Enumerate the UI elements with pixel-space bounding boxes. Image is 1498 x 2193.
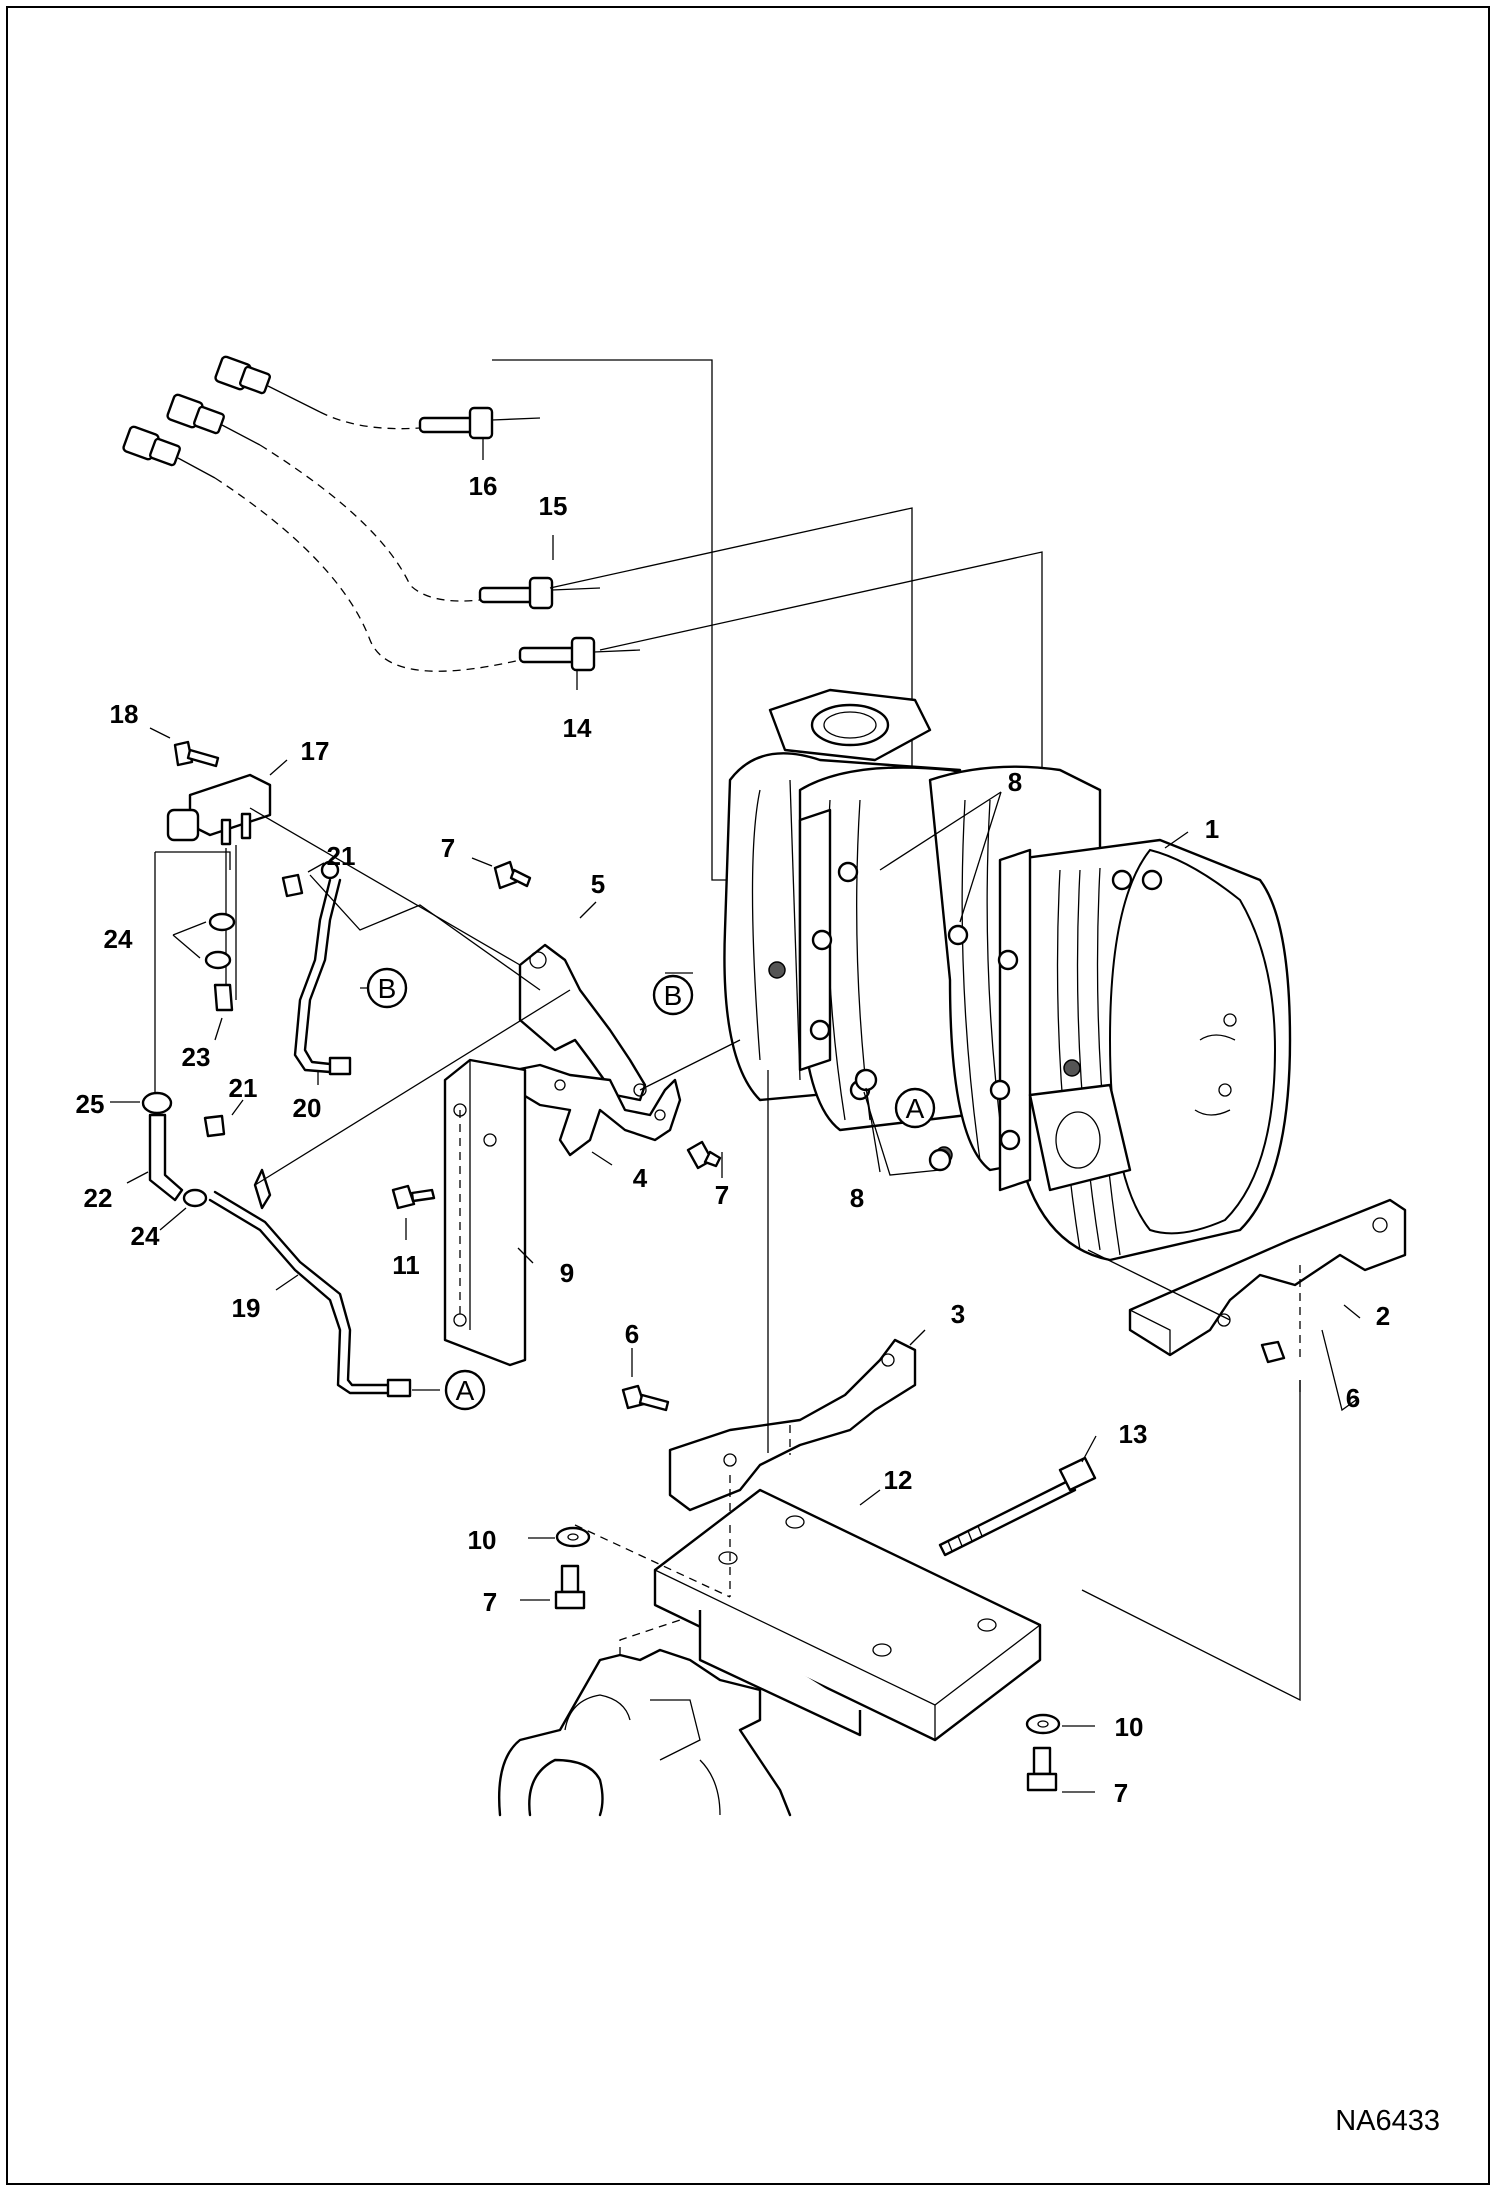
- drawing-reference: NA6433: [1335, 2105, 1440, 2137]
- bolt-7-right-bottom: [1026, 1746, 1058, 1792]
- bolt-21-top: [281, 873, 304, 898]
- callout-15: 15: [539, 491, 568, 521]
- bolt-7-left-bottom: [554, 1564, 586, 1610]
- callout-11: 11: [392, 1250, 420, 1280]
- callout-23: 23: [182, 1042, 211, 1072]
- bracket-9: [443, 1058, 527, 1367]
- svg-text:A: A: [456, 1375, 475, 1406]
- callout-19: 19: [232, 1293, 261, 1323]
- callout-10-left: 10: [468, 1525, 497, 1555]
- sheet-border: [6, 6, 1490, 2185]
- svg-text:B: B: [378, 973, 397, 1004]
- connector-b-left: B: [366, 967, 408, 1009]
- callout-25: 25: [76, 1089, 105, 1119]
- callout-4: 4: [633, 1163, 648, 1193]
- tube-19: [208, 1168, 412, 1398]
- callout-7-top: 7: [441, 833, 455, 863]
- clamp-25: [141, 1091, 173, 1115]
- clamp-24-lower: [182, 1188, 208, 1208]
- callout-12: 12: [884, 1465, 913, 1495]
- hose-22: [148, 1113, 184, 1202]
- pressure-sensor-17: [166, 773, 272, 846]
- clamp-24-upper: [204, 912, 236, 970]
- callout-8-bottom: 8: [850, 1183, 864, 1213]
- callout-24-lower: 24: [131, 1221, 160, 1251]
- callout-22: 22: [84, 1183, 113, 1213]
- callout-24-upper: 24: [104, 924, 133, 954]
- callout-13: 13: [1119, 1419, 1148, 1449]
- bracket-4: [513, 1063, 682, 1157]
- mounting-plate-12: [574, 1488, 1042, 1742]
- dpf-assembly: [723, 688, 1292, 1262]
- engine-housing-partial: [498, 1619, 792, 1817]
- callout-17: 17: [301, 736, 330, 766]
- callout-6-left: 6: [625, 1319, 639, 1349]
- temperature-sensor-15: [166, 393, 601, 610]
- bolt-6-left: [621, 1384, 670, 1412]
- hose-23: [213, 983, 234, 1012]
- bolt-7-top: [493, 860, 532, 890]
- callout-21-top: 21: [327, 841, 356, 871]
- callout-2: 2: [1376, 1301, 1390, 1331]
- callout-16: 16: [469, 471, 498, 501]
- svg-text:B: B: [664, 980, 683, 1011]
- callout-21-mid: 21: [229, 1073, 258, 1103]
- callout-5: 5: [591, 869, 605, 899]
- temperature-sensor-16: [214, 355, 541, 440]
- bolt-21-mid: [203, 1114, 226, 1138]
- bolt-11: [391, 1184, 436, 1210]
- connector-a-dpf: A: [894, 1087, 936, 1129]
- washer-10-left: [555, 1526, 591, 1548]
- callout-7-lower-left: 7: [483, 1587, 497, 1617]
- callout-6-right: 6: [1346, 1383, 1360, 1413]
- connector-a-left: A: [444, 1369, 486, 1411]
- callout-14: 14: [563, 713, 592, 743]
- connector-b-dpf: B: [652, 974, 694, 1016]
- bracket-2: [1128, 1198, 1407, 1357]
- callout-9: 9: [560, 1258, 574, 1288]
- callout-1: 1: [1205, 814, 1219, 844]
- callout-20: 20: [293, 1093, 322, 1123]
- svg-text:A: A: [906, 1093, 925, 1124]
- callout-18: 18: [110, 699, 139, 729]
- bracket-5: [518, 943, 647, 1102]
- callout-8-top: 8: [1008, 767, 1022, 797]
- callout-10-right: 10: [1115, 1712, 1144, 1742]
- temperature-sensor-14: [122, 425, 641, 672]
- washer-10-right: [1025, 1713, 1061, 1735]
- bracket-3: [668, 1338, 917, 1512]
- tube-20: [293, 860, 352, 1076]
- callout-7-lower-right: 7: [1114, 1778, 1128, 1808]
- bolt-7-right: [686, 1140, 722, 1170]
- bolt-18: [173, 740, 220, 768]
- bolt-6-right: [1260, 1340, 1286, 1364]
- long-bolt-13: [938, 1456, 1097, 1557]
- callout-3: 3: [951, 1299, 965, 1329]
- callout-7-right: 7: [715, 1180, 729, 1210]
